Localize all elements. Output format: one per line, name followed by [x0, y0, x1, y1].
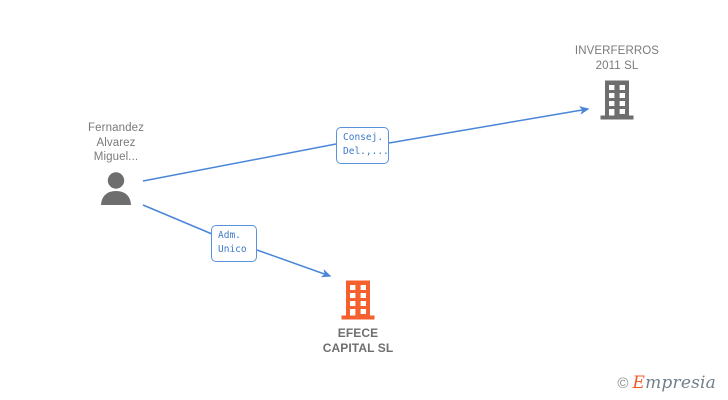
edge-admunico-to-efece-segment — [256, 249, 332, 278]
empresia-logo-rest: mpresia — [645, 373, 716, 393]
empresia-logo-initial: E — [632, 373, 646, 393]
node-inverferros-label: INVERFERROS 2011 SL — [574, 45, 660, 72]
copyright-icon: © — [617, 374, 629, 392]
edge-person-to-admunico-segment — [142, 204, 213, 235]
node-efece-label: EFECE CAPITAL SL — [322, 326, 394, 355]
node-efece[interactable]: EFECE CAPITAL SL — [283, 280, 433, 356]
relation-label-administrador-unico[interactable]: Adm. Unico — [211, 225, 257, 262]
empresia-logo: Empresia — [632, 374, 716, 392]
node-person-label: Fernandez Alvarez Miguel... — [88, 122, 144, 163]
building-icon — [341, 280, 375, 320]
empresia-watermark: © Empresia — [617, 374, 716, 392]
relation-label-consejero-delegado[interactable]: Consej. Del.,... — [336, 127, 389, 164]
building-icon — [600, 80, 634, 120]
node-person[interactable]: Fernandez Alvarez Miguel... — [41, 121, 191, 205]
node-inverferros[interactable]: INVERFERROS 2011 SL — [542, 44, 692, 120]
person-icon — [101, 171, 131, 205]
